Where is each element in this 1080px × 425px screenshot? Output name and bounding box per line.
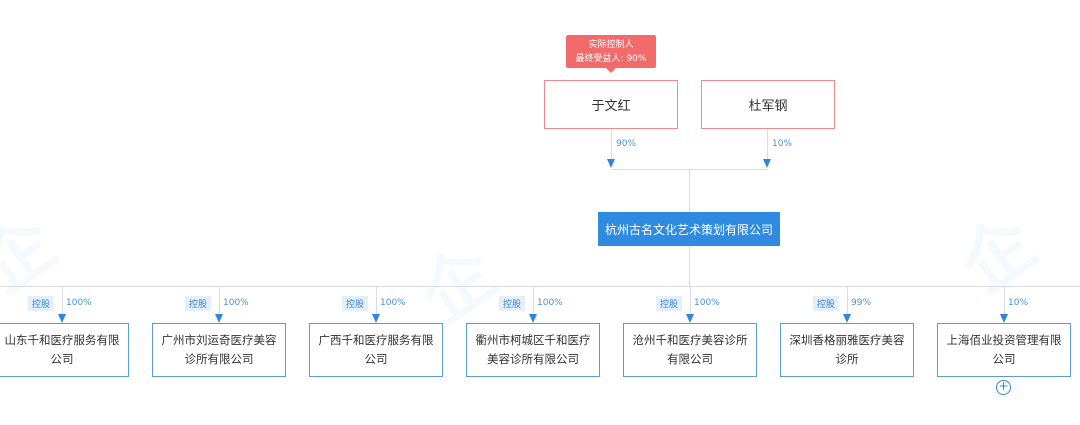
controller-tag: 实际控制人 最终受益人: 90% xyxy=(566,35,656,73)
investment-name: 广西千和医疗服务有限公司 xyxy=(318,333,434,366)
arrow-down-icon xyxy=(529,314,537,323)
arrow-down-icon xyxy=(1000,314,1008,323)
share-percent: 99% xyxy=(851,298,872,308)
share-percent: 100% xyxy=(66,298,92,308)
connector xyxy=(1004,286,1005,314)
holding-tag: 控股 xyxy=(499,296,526,311)
investment-node[interactable]: 广州市刘运奇医疗美容诊所有限公司 xyxy=(152,323,286,377)
holding-tag: 控股 xyxy=(28,296,55,311)
connector xyxy=(62,286,63,314)
connector xyxy=(0,286,1080,287)
arrow-down-icon xyxy=(843,314,851,323)
share-percent: 100% xyxy=(380,298,406,308)
investment-node[interactable]: 沧州千和医疗美容诊所有限公司 xyxy=(623,323,757,377)
investment-node[interactable]: 深圳香格丽雅医疗美容诊所 xyxy=(780,323,914,377)
holding-tag: 控股 xyxy=(342,296,369,311)
arrow-down-icon xyxy=(607,159,615,168)
connector xyxy=(689,169,690,212)
investment-name: 广州市刘运奇医疗美容诊所有限公司 xyxy=(161,333,277,366)
arrow-down-icon xyxy=(372,314,380,323)
shareholder-node[interactable]: 于文红 xyxy=(544,80,678,129)
connector xyxy=(611,129,612,160)
company-node[interactable]: 杭州古名文化艺术策划有限公司 xyxy=(598,212,780,246)
connector xyxy=(847,286,848,314)
plus-circle-icon[interactable]: + xyxy=(996,380,1011,395)
investment-node[interactable]: 广西千和医疗服务有限公司 xyxy=(309,323,443,377)
company-name: 杭州古名文化艺术策划有限公司 xyxy=(604,222,773,237)
share-percent: 90% xyxy=(616,139,637,149)
share-percent: 100% xyxy=(223,298,249,308)
arrow-down-icon xyxy=(58,314,66,323)
share-percent: 10% xyxy=(772,139,793,149)
investment-name: 衢州市柯城区千和医疗美容诊所有限公司 xyxy=(475,333,591,366)
share-percent: 100% xyxy=(537,298,563,308)
investment-node[interactable]: 上海佰业投资管理有限公司 xyxy=(937,323,1071,377)
beneficiary-label: 最终受益人: 90% xyxy=(575,54,647,64)
shareholder-name: 杜军钢 xyxy=(748,99,788,114)
arrow-down-icon xyxy=(215,314,223,323)
shareholder-node[interactable]: 杜军钢 xyxy=(701,80,835,129)
connector xyxy=(767,129,768,160)
arrow-down-icon xyxy=(686,314,694,323)
investment-name: 上海佰业投资管理有限公司 xyxy=(946,333,1062,366)
holding-tag: 控股 xyxy=(813,296,840,311)
controller-label: 实际控制人 xyxy=(588,40,634,50)
connector xyxy=(376,286,377,314)
share-percent: 10% xyxy=(1008,298,1029,308)
holding-tag: 控股 xyxy=(656,296,683,311)
connector xyxy=(690,286,691,314)
connector xyxy=(533,286,534,314)
investment-node[interactable]: 衢州市柯城区千和医疗美容诊所有限公司 xyxy=(466,323,600,377)
investment-node[interactable]: 山东千和医疗服务有限公司 xyxy=(0,323,129,377)
watermark: 企 xyxy=(945,201,1051,309)
investment-name: 深圳香格丽雅医疗美容诊所 xyxy=(789,333,905,366)
arrow-down-icon xyxy=(763,159,771,168)
investment-name: 沧州千和医疗美容诊所有限公司 xyxy=(632,333,748,366)
share-percent: 100% xyxy=(694,298,720,308)
connector xyxy=(689,246,690,286)
connector xyxy=(219,286,220,314)
holding-tag: 控股 xyxy=(185,296,212,311)
shareholder-name: 于文红 xyxy=(591,99,631,114)
investment-name: 山东千和医疗服务有限公司 xyxy=(4,333,120,366)
